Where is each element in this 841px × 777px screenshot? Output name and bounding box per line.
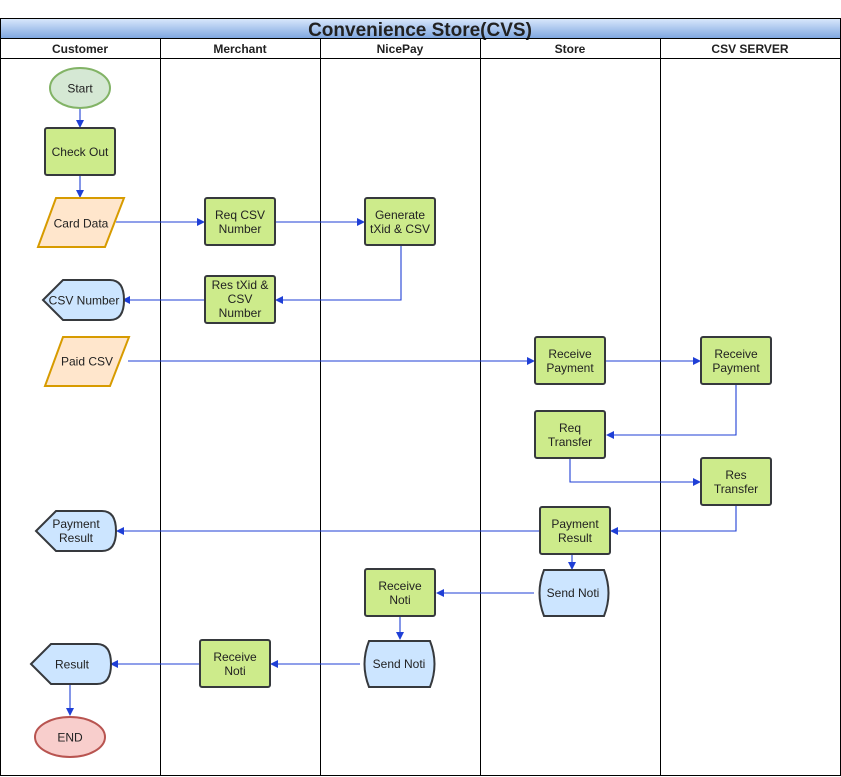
store-receive-label-2: Payment bbox=[546, 361, 594, 375]
res-txid-label-1: Res tXid & bbox=[212, 278, 269, 292]
svg-text:Paid CSV: Paid CSV bbox=[61, 355, 113, 369]
lane-header-nicepay: NicePay bbox=[377, 42, 424, 56]
paid-csv-label: Paid CSV bbox=[61, 355, 113, 369]
svg-text:Check Out: Check Out bbox=[52, 145, 109, 159]
res-transfer-label-1: Res bbox=[725, 468, 746, 482]
swimlanes: Customer Merchant NicePay Store CSV SERV… bbox=[0, 38, 841, 776]
end-label: END bbox=[57, 731, 83, 745]
result-display[interactable]: Result bbox=[29, 643, 113, 685]
svg-text:Result: Result bbox=[55, 658, 90, 672]
receive-noti-merchant-label-2: Noti bbox=[224, 664, 245, 678]
card-data-input[interactable]: Card Data bbox=[36, 197, 126, 248]
lane-header-csv-server: CSV SERVER bbox=[711, 42, 788, 56]
svg-text:Card Data: Card Data bbox=[54, 217, 109, 231]
receive-noti-nicepay-label-2: Noti bbox=[389, 593, 410, 607]
edge-reqtransfer-restransfer bbox=[569, 459, 701, 486]
req-transfer-label-2: Transfer bbox=[548, 435, 592, 449]
server-receive-label-2: Payment bbox=[712, 361, 760, 375]
generate-label-1: Generate bbox=[375, 208, 425, 222]
lane-header-merchant: Merchant bbox=[213, 42, 266, 56]
req-csv-label-1: Req CSV bbox=[215, 208, 265, 222]
receive-noti-nicepay-label-1: Receive bbox=[378, 579, 422, 593]
svg-text:Send Noti: Send Noti bbox=[373, 657, 426, 671]
send-noti-store-label: Send Noti bbox=[547, 586, 600, 600]
res-transfer-label-2: Transfer bbox=[714, 482, 758, 496]
generate-label-2: tXid & CSV bbox=[370, 222, 430, 236]
send-noti-nicepay-display[interactable]: Send Noti bbox=[363, 640, 436, 688]
payment-result-store-label-2: Result bbox=[558, 531, 593, 545]
csv-number-display[interactable]: CSV Number bbox=[41, 279, 126, 321]
svg-text:CSV Number: CSV Number bbox=[49, 294, 120, 308]
edge-restransfer-paymentresult bbox=[610, 506, 737, 535]
server-receive-label-1: Receive bbox=[714, 347, 758, 361]
payment-result-cust-label-1: Payment bbox=[52, 517, 100, 531]
checkout-process[interactable]: Check Out bbox=[44, 127, 116, 176]
svg-text:Send Noti: Send Noti bbox=[547, 586, 600, 600]
lane-header-store: Store bbox=[555, 42, 586, 56]
req-csv-label-2: Number bbox=[219, 222, 262, 236]
lane-header-customer: Customer bbox=[52, 42, 108, 56]
svg-text:Start: Start bbox=[67, 82, 93, 96]
edge-serverreceive-reqtransfer bbox=[606, 385, 737, 439]
checkout-label: Check Out bbox=[52, 145, 109, 159]
csv-number-label: CSV Number bbox=[49, 294, 120, 308]
start-node[interactable]: Start bbox=[49, 67, 111, 109]
send-noti-nicepay-label: Send Noti bbox=[373, 657, 426, 671]
res-txid-label-2: CSV bbox=[228, 292, 253, 306]
card-data-label: Card Data bbox=[54, 217, 109, 231]
send-noti-store-display[interactable]: Send Noti bbox=[538, 569, 610, 617]
diagram-title: Convenience Store(CVS) bbox=[308, 20, 532, 41]
pool-header: Convenience Store(CVS) bbox=[0, 18, 841, 41]
svg-text:END: END bbox=[57, 731, 83, 745]
edges bbox=[66, 108, 737, 716]
start-label: Start bbox=[67, 82, 93, 96]
edge-generate-restxid bbox=[275, 246, 402, 304]
store-receive-label-1: Receive bbox=[548, 347, 592, 361]
receive-noti-merchant-label-1: Receive bbox=[213, 650, 257, 664]
res-txid-label-3: Number bbox=[219, 306, 262, 320]
paid-csv-input[interactable]: Paid CSV bbox=[43, 336, 131, 387]
req-transfer-label-1: Req bbox=[559, 421, 581, 435]
end-node[interactable]: END bbox=[34, 716, 106, 758]
result-label: Result bbox=[55, 658, 90, 672]
payment-result-store-label-1: Payment bbox=[551, 517, 599, 531]
payment-result-cust-label-2: Result bbox=[59, 531, 94, 545]
